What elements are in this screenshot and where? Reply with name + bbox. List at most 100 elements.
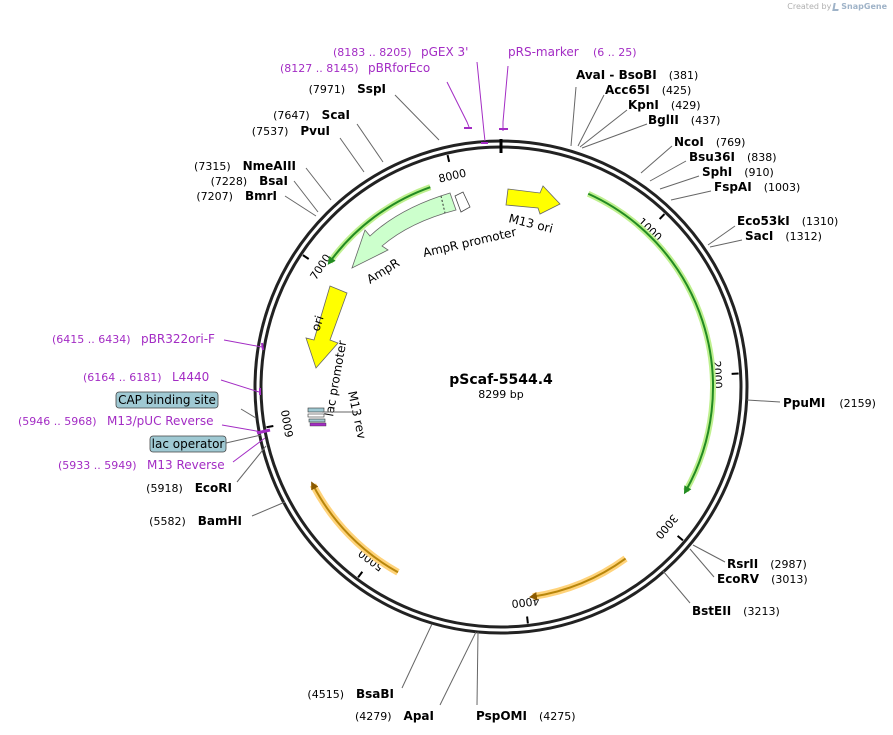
site-sspi[interactable]: (7971)SspI [309,82,440,141]
site-name: RsrII [727,557,758,571]
primer-pgex-3[interactable]: (8183 .. 8205) pGEX 3' [333,45,488,144]
lac-operator-label: lac operator [152,437,225,451]
feature-ori[interactable]: ori [305,285,348,369]
site-name: ScaI [322,108,350,122]
primer-name: M13 Reverse [147,458,225,472]
primer-name: pGEX 3' [421,45,468,59]
svg-text:EcoRV(3013): EcoRV(3013) [717,572,808,586]
lac-operator[interactable]: lac operator [149,434,262,453]
site-pos: (1312) [785,230,822,243]
site-apai[interactable]: (4279)ApaI [355,631,477,723]
site-pos: (5582) [149,515,186,528]
svg-text:NcoI(769): NcoI(769) [674,135,745,149]
site-pos: (381) [669,69,699,82]
site-ecorv[interactable]: EcoRV(3013) [689,548,808,586]
site-bsai[interactable]: (7228) BsaI [211,174,319,213]
site-pos: (2159) [839,397,876,410]
site-rsrii[interactable]: RsrII(2987) [692,544,807,571]
site-name: PvuI [300,124,330,138]
primer-m13-reverse[interactable]: (5933 .. 5949) M13 Reverse [58,428,271,472]
site-ppumi[interactable]: PpuMI (2159) [746,396,876,410]
site-bamhi[interactable]: (5582)BamHI [149,501,286,528]
primer-pbrforeco[interactable]: (8127 .. 8145) pBRforEco [280,61,472,129]
site-pvui[interactable]: (7537)PvuI [252,124,365,173]
site-sphi[interactable]: SphI(910) [659,165,774,190]
site-acc65i[interactable]: Acc65I (425) [577,83,692,147]
site-pos: (429) [671,99,701,112]
primer-name: pBR322ori-F [141,332,215,346]
site-scai[interactable]: (7647)ScaI [273,108,384,163]
site-name: SspI [357,82,386,96]
svg-text:FspAI(1003): FspAI(1003) [714,180,800,194]
site-eco53ki[interactable]: Eco53kI(1310) [707,214,838,246]
svg-text:(5582)BamHI: (5582)BamHI [149,514,242,528]
green-arc-right [587,192,714,495]
svg-text:AvaI - BsoBI(381): AvaI - BsoBI(381) [576,68,698,82]
primer-range: (8183 .. 8205) [333,46,412,59]
site-bsabi[interactable]: (4515) BsaBI [307,623,433,701]
primer-m13-puc-reverse[interactable]: (5946 .. 5968) M13/pUC Reverse [18,414,263,433]
tick-mark [526,616,529,624]
site-pos: (425) [662,84,692,97]
site-name: KpnI [628,98,659,112]
lac-region-marks [307,407,358,427]
site-name: NmeAIII [243,159,296,173]
primer-pbr322ori-f[interactable]: (6415 .. 6434) pBR322ori-F [52,332,264,351]
site-pos: (4515) [307,688,344,701]
ori-arrow[interactable] [305,285,348,369]
site-avai[interactable]: AvaI - BsoBI(381) [570,68,698,147]
svg-text:SacI(1312): SacI (1312) [745,229,822,243]
primer-prs-marker[interactable]: pRS-marker (6 .. 25) [499,45,637,131]
site-kpni[interactable]: KpnI (429) [579,98,701,148]
primer-range: (8127 .. 8145) [280,62,359,75]
site-bsteii[interactable]: BstEII(3213) [662,570,780,618]
snapgene-credit: Created by SnapGene [787,2,887,11]
plasmid-name: pScaf-5544.4 [449,372,553,388]
primer-range: (5933 .. 5949) [58,459,137,472]
site-ncoi[interactable]: NcoI(769) [640,135,745,174]
site-pos: (7228) [211,175,248,188]
site-nmeaiii[interactable]: (7315) NmeAIII [194,159,332,201]
ampr-arrow[interactable] [351,192,457,269]
tick-mark [357,571,364,578]
site-bglii[interactable]: BglII(437) [581,113,720,149]
svg-text:SphI(910): SphI(910) [702,165,774,179]
site-pos: (769) [716,136,746,149]
site-name: SacI [745,229,773,243]
svg-text:PspOMI(4275): PspOMI(4275) [476,709,576,723]
feature-arcs [309,184,716,601]
cap-binding-site[interactable]: CAP binding site [115,391,257,419]
site-name: SphI [702,165,732,179]
site-name: Bsu36I [689,150,735,164]
site-ecori[interactable]: (5918)EcoRI [146,445,267,495]
lac-operator-box [149,435,227,453]
tick-label: 6000 [279,409,297,439]
feature-m13-rev[interactable]: M13 rev [345,390,369,440]
ampr-promoter-arrow[interactable] [454,191,471,213]
site-name: BsaI [259,174,288,188]
site-pos: (3013) [771,573,808,586]
site-name: Acc65I [605,83,650,97]
site-bmri[interactable]: (7207)BmrI [196,189,317,217]
primer-l4440[interactable]: (6164 .. 6181) L4440 [83,370,261,395]
feature-ampr[interactable]: AmpR [351,192,457,287]
site-name: PpuMI [783,396,825,410]
svg-text:(5918)EcoRI: (5918)EcoRI [146,481,232,495]
tick-mark [266,425,274,429]
site-saci[interactable]: SacI (1312) [709,229,822,248]
site-name: BstEII [692,604,731,618]
site-bsu36i[interactable]: Bsu36I (838) [649,150,777,182]
site-pos: (838) [747,151,777,164]
site-pspomi[interactable]: PspOMI(4275) [476,631,576,723]
site-fspai[interactable]: FspAI(1003) [670,180,800,201]
svg-text:(7207)BmrI: (7207)BmrI [196,189,277,203]
site-pos: (7315) [194,160,231,173]
site-pos: (4279) [355,710,392,723]
site-name: BmrI [245,189,277,203]
site-name: BsaBI [356,687,394,701]
site-name: Eco53kI [737,214,790,228]
cap-binding-site-label: CAP binding site [118,393,216,407]
ampr-label: AmpR [364,256,402,287]
m13-ori-arrow[interactable] [505,185,561,215]
credit-prefix: Created by [787,2,832,11]
